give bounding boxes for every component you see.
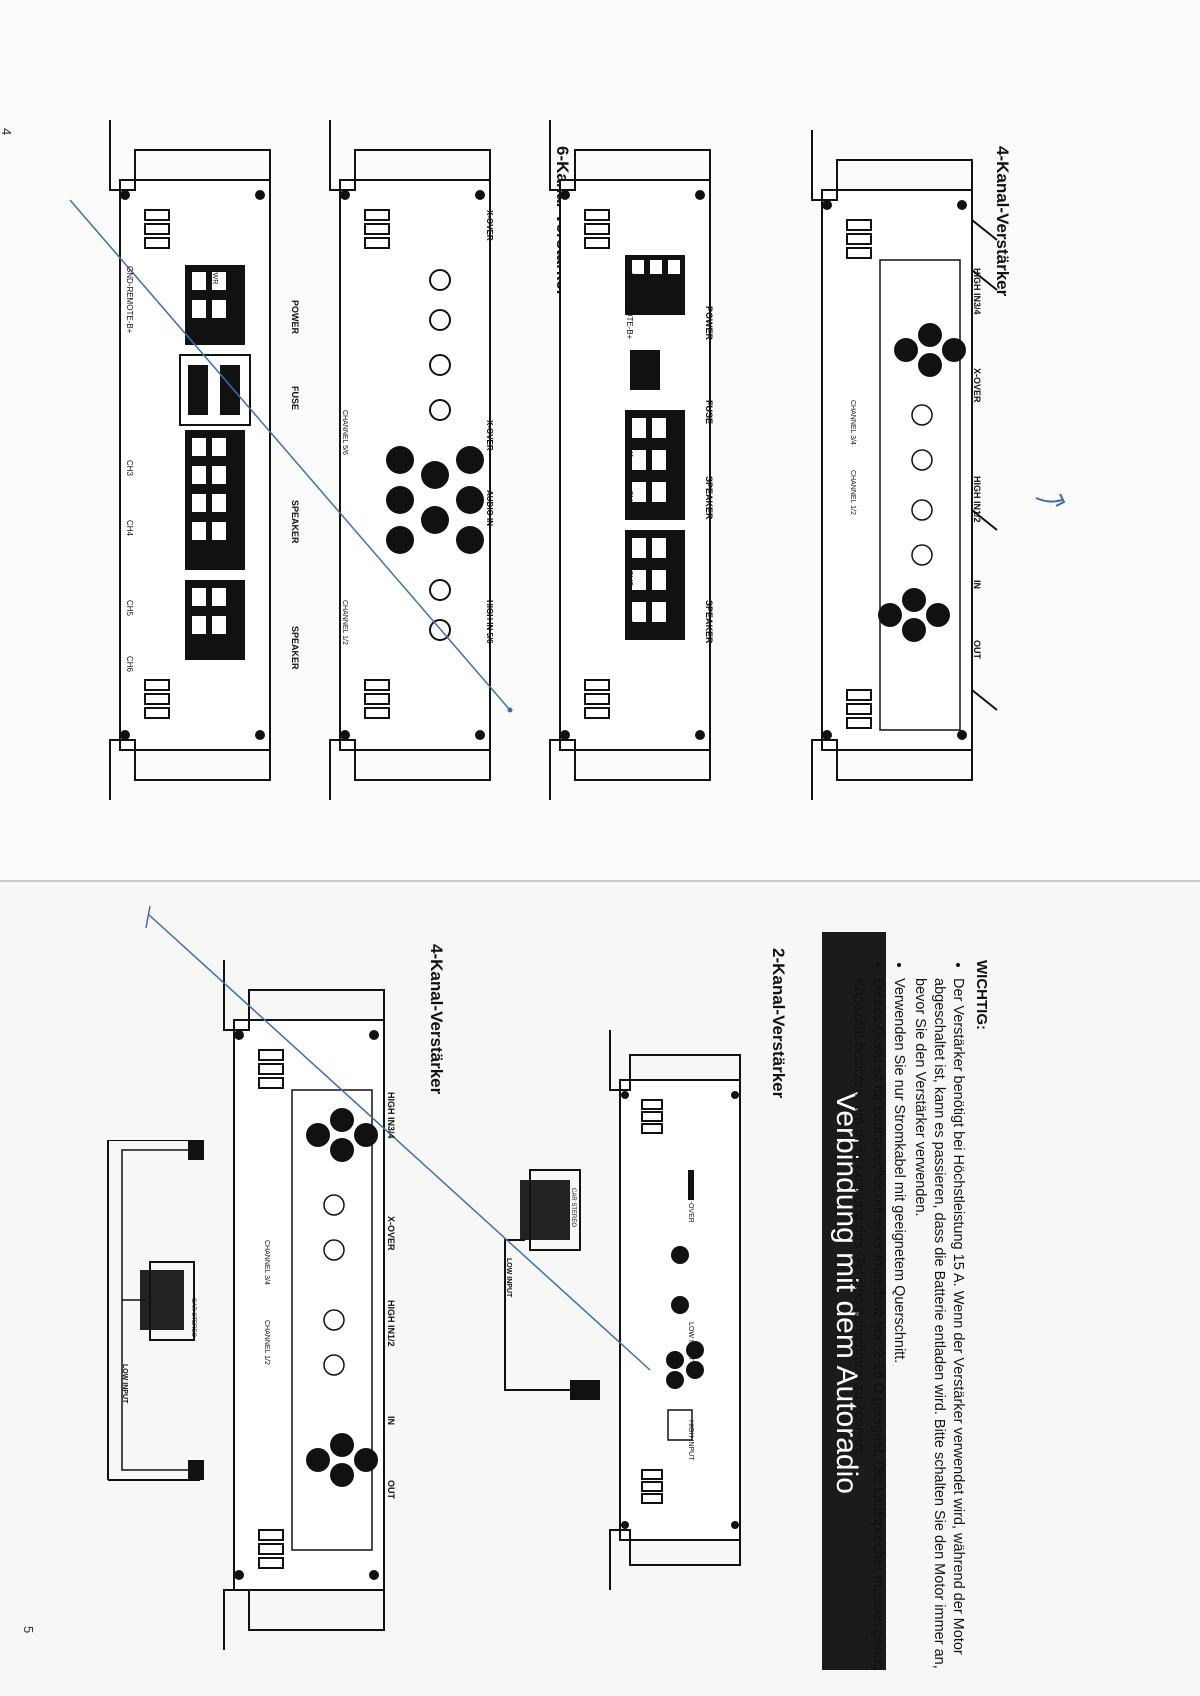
label-pwr-6ch: PWR bbox=[211, 268, 218, 285]
label-channel-34-top: CHANNEL 3/4 bbox=[849, 400, 856, 445]
label-in-top: IN bbox=[972, 580, 982, 589]
important-bullet-2: Verwenden Sie nur Stromkabel mit geeigne… bbox=[889, 978, 908, 1680]
label-speaker-4ch-b: SPEAKER bbox=[704, 600, 714, 644]
page-right: 5 bbox=[0, 882, 1200, 1696]
label-channel-12-bottom: CHANNEL 1/2 bbox=[263, 1320, 270, 1365]
important-bullet-1: Der Verstärker benötigt bei Höchstleistu… bbox=[910, 978, 967, 1680]
pen-stroke-bottom bbox=[145, 905, 651, 1371]
amp-diagram-2ch bbox=[609, 1030, 741, 1590]
label-x-over-top: X-OVER bbox=[972, 368, 982, 403]
section-banner: Verbindung mit dem Autoradio bbox=[822, 932, 886, 1670]
label-ch3-4ch: CH3 bbox=[625, 570, 634, 587]
label-ch4-4ch: CH4 bbox=[625, 620, 634, 637]
important-bullet-3: Dieses Gerät ist für Lautsprecher mit ei… bbox=[849, 978, 887, 1680]
label-ch3-6ch: CH3 bbox=[125, 460, 134, 477]
pen-arrow-mark bbox=[1035, 493, 1066, 507]
label-power-6ch: POWER bbox=[290, 300, 300, 335]
label-channel-56: CHANNEL 5/6 bbox=[341, 410, 348, 455]
pen-stroke-top bbox=[69, 199, 513, 713]
page-number-left: 4 bbox=[0, 128, 14, 136]
label-high-in-12-bottom: HIGH IN1/2 bbox=[386, 1300, 396, 1347]
rca-cables-2ch bbox=[504, 1260, 600, 1400]
car-stereo-2ch bbox=[504, 1169, 581, 1280]
label-fuse-4ch: FUSE bbox=[704, 400, 714, 425]
amp-diagram-4ch-bottom bbox=[223, 960, 385, 1650]
label-car-stereo-2ch: CAR STEREO bbox=[570, 1188, 576, 1228]
label-audio-in-6ch: AUDIO IN bbox=[485, 490, 494, 526]
label-high-in-34-top: HIGH IN3/4 bbox=[972, 268, 982, 315]
label-low-input-4ch: LOW INPUT bbox=[121, 1364, 128, 1404]
label-speaker-6ch-b: SPEAKER bbox=[290, 626, 300, 670]
label-ch4-6ch: CH4 bbox=[125, 520, 134, 537]
label-channel-34-bottom: CHANNEL 3/4 bbox=[263, 1240, 270, 1285]
important-list: Der Verstärker benötigt bei Höchstleistu… bbox=[849, 960, 967, 1680]
page-number-right: 5 bbox=[21, 1626, 36, 1634]
label-ch1-4ch: CH1 bbox=[625, 442, 634, 459]
label-fuse-6ch: FUSE bbox=[290, 386, 300, 411]
important-notes: WICHTIG: Der Verstärker benötigt bei Höc… bbox=[847, 960, 990, 1680]
amp-diagram-6ch-power bbox=[109, 120, 271, 800]
label-high-in-12-top: HIGH IN1/2 bbox=[972, 476, 982, 523]
label-in-bottom: IN bbox=[386, 1416, 396, 1425]
label-out-top: OUT bbox=[972, 640, 982, 659]
label-power-4ch: POWER bbox=[704, 306, 714, 341]
page-left: 4 4-Kanal-Verstärker 6-Kanal-Verstärker bbox=[0, 120, 1200, 882]
car-stereo-4ch-bottom bbox=[107, 1140, 204, 1481]
label-ch6-6ch: CH6 bbox=[125, 656, 134, 673]
label-gnd-remote-6ch: GND-REMOTE-B+ bbox=[125, 266, 134, 334]
label-ch2-4ch: CH2 bbox=[625, 490, 634, 507]
important-title: WICHTIG: bbox=[973, 960, 990, 1030]
label-low-input-2ch-cable: LOW INPUT bbox=[505, 1258, 512, 1298]
label-high-in-56: HIGH IN 5/6 bbox=[485, 600, 494, 644]
label-channel-12-top: CHANNEL 1/2 bbox=[849, 470, 856, 515]
amp-diagram-4ch-top bbox=[811, 130, 998, 800]
label-ch5-6ch: CH5 bbox=[125, 600, 134, 617]
label-x-over-2ch: X-OVER bbox=[687, 1196, 694, 1223]
label-x-over-6ch-a: X-OVER bbox=[485, 210, 494, 241]
label-high-in-34-bottom: HIGH IN3/4 bbox=[386, 1092, 396, 1139]
amp-diagram-4ch-power bbox=[549, 120, 711, 800]
label-speaker-4ch-a: SPEAKER bbox=[704, 476, 714, 520]
label-x-over-bottom: X-OVER bbox=[386, 1216, 396, 1251]
label-gnd-remote-4ch: GND-REMOTE-B+ bbox=[625, 272, 634, 340]
label-x-over-6ch-b: X-OVER bbox=[485, 420, 494, 451]
label-speaker-6ch-a: SPEAKER bbox=[290, 500, 300, 544]
label-high-input-2ch: HIGH INPUT bbox=[687, 1420, 694, 1461]
label-channel-12-6ch: CHANNEL 1/2 bbox=[341, 600, 348, 645]
label-out-bottom: OUT bbox=[386, 1480, 396, 1499]
label-car-stereo-4ch: CAR STEREO bbox=[190, 1298, 196, 1338]
label-low-input-2ch: LOW INPUT bbox=[687, 1322, 694, 1361]
amp-diagram-6ch-controls bbox=[329, 120, 491, 800]
